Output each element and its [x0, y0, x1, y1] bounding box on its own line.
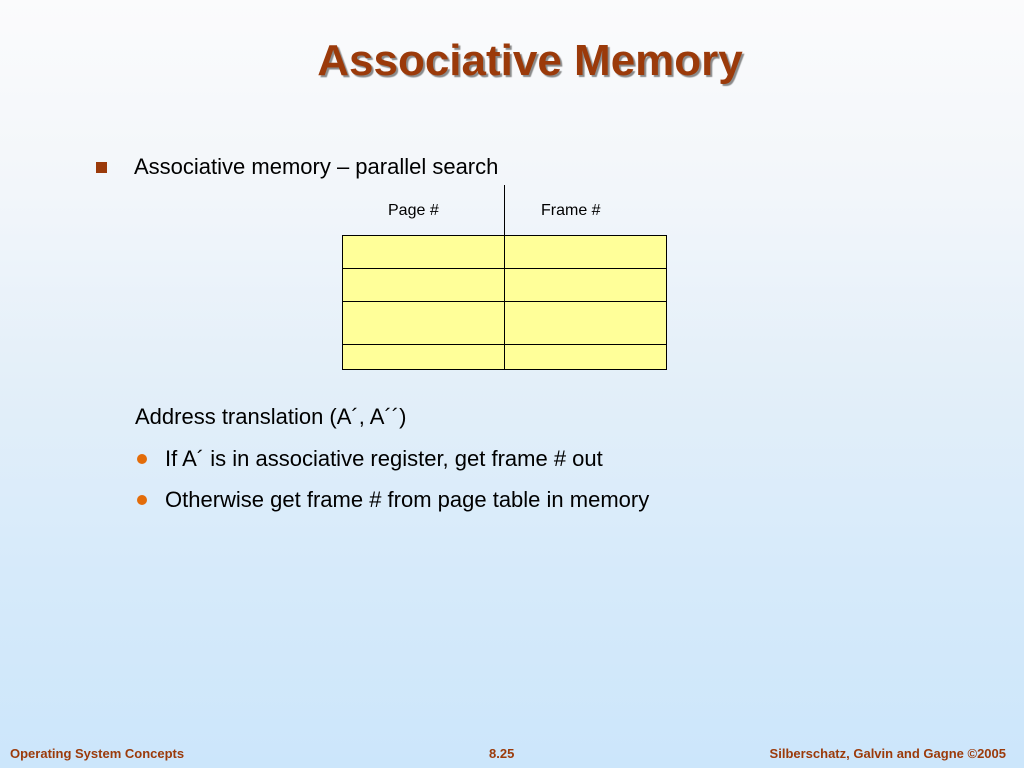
footer-copyright: Silberschatz, Galvin and Gagne ©2005: [769, 746, 1006, 761]
frame-cell: [504, 301, 667, 345]
sub-bullet-item: Otherwise get frame # from page table in…: [137, 487, 649, 513]
page-column-header: Page #: [388, 202, 439, 219]
dot-bullet-icon: [137, 454, 147, 464]
footer-course-name: Operating System Concepts: [10, 746, 185, 761]
main-bullet: Associative memory – parallel search: [96, 154, 498, 180]
sub-bullet-text: Otherwise get frame # from page table in…: [165, 487, 650, 512]
footer-slide-number: 8.25: [489, 746, 515, 761]
table-row: [342, 344, 667, 370]
sub-bullet-text: If A´ is in associative register, get fr…: [165, 446, 603, 471]
dot-bullet-icon: [137, 495, 147, 505]
square-bullet-icon: [96, 161, 107, 173]
address-translation-heading: Address translation (A´, A´´): [135, 404, 407, 429]
table-row: [342, 301, 667, 345]
page-cell: [342, 235, 505, 269]
frame-cell: [504, 235, 667, 269]
main-bullet-text: Associative memory – parallel search: [134, 154, 499, 179]
table-row: [342, 268, 667, 302]
page-cell: [342, 268, 505, 302]
frame-cell: [504, 268, 667, 302]
column-divider: [504, 185, 505, 235]
frame-cell: [504, 344, 667, 370]
associative-memory-table: [342, 235, 667, 370]
sub-bullet-item: If A´ is in associative register, get fr…: [137, 446, 603, 472]
associative-memory-diagram: Page # Frame #: [342, 185, 667, 373]
table-row: [342, 235, 667, 269]
page-cell: [342, 301, 505, 345]
frame-column-header: Frame #: [541, 202, 601, 219]
slide-title: Associative Memory: [317, 36, 743, 85]
page-cell: [342, 344, 505, 370]
